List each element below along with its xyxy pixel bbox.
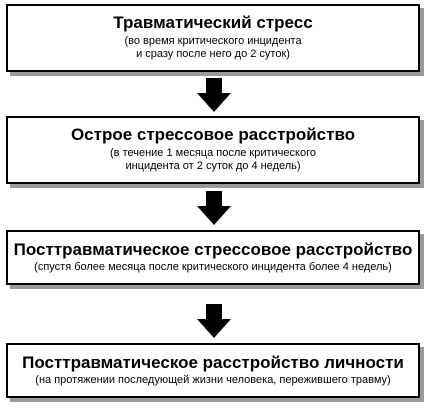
step-ptsd: Посттравматическое стрессовое расстройст… [6,230,420,285]
step-post-traumatic-personality-disorder: Посттравматическое расстройство личности… [6,343,420,398]
step-title: Посттравматическое расстройство личности [22,353,404,372]
step-subtitle: (спустя более месяца после критического … [34,261,392,273]
step-subtitle: (во время критического инцидента и сразу… [124,35,302,60]
step-title: Острое стрессовое расстройство [70,125,356,144]
step-title: Травматический стресс [113,13,313,32]
step-acute-stress-disorder: Острое стрессовое расстройство (в течени… [6,116,420,184]
step-subtitle: (на протяжении последующей жизни человек… [35,374,391,386]
step-title: Посттравматическое стрессовое расстройст… [13,240,413,259]
down-arrow-icon [197,304,231,338]
down-arrow-icon [197,191,231,225]
step-traumatic-stress: Травматический стресс (во время критичес… [6,4,420,72]
step-subtitle: (в течение 1 месяца после критического и… [110,147,316,172]
down-arrow-icon [197,78,231,112]
